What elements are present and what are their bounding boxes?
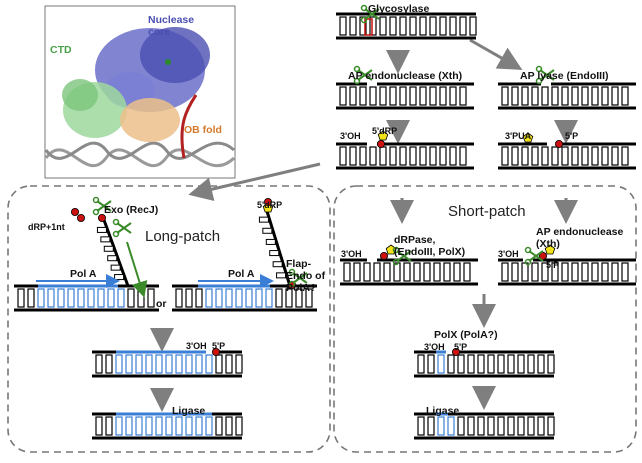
dna-ap-endo [336,82,474,110]
drp-1nt-label: dRP+1nt [28,222,65,232]
oh3-short-a-label: 3'OH [341,249,362,259]
scissors-exo-icon [92,196,112,216]
short-polx-red [451,347,460,356]
scissors-short-xth-icon [524,246,544,266]
drp5-label: 5'dRP [372,126,398,136]
flap-long-2 [258,207,292,287]
ap-lyase-label: AP lyase (EndoIII) [520,70,609,82]
ob-fold-label: OB fold [184,124,222,136]
scissors-drpase-icon [392,246,412,266]
p5-short-label: 5'P [546,260,560,270]
dna-short-a [340,258,478,286]
nuclease-core-label: Nuclease core [148,14,195,38]
oh3-long-label: 3'OH [186,341,207,351]
dna-drp [336,142,474,170]
short-patch-panel [333,185,637,453]
ctd-label: CTD [50,44,72,56]
pua-red-end [555,139,564,148]
short-red-b [539,251,548,260]
dna-short-ligated [414,412,555,440]
green-arrow [126,241,148,298]
ligase-short-label: Ligase [426,405,460,417]
scissors-glycosylase-icon [360,4,380,24]
long-patch-title: Long-patch [145,228,221,245]
scissors-xth-icon [353,65,373,85]
short-pentagon-b [544,244,556,255]
dna-long-nick [92,350,243,378]
drpase-label: dRPase, (EndoIII, PolX) [394,234,466,258]
long-red-3 [263,197,272,206]
short-patch-title: Short-patch [448,203,526,220]
pua3-label: 3'PUA [505,131,532,141]
p5-long-label: 5'P [212,341,226,351]
dna-duplexes [14,12,636,440]
damaged-base [364,18,373,36]
flap-endo-label: Flap- Endo of PolA? [286,258,326,294]
oh3-label: 3'OH [340,131,361,141]
drp-red-end [376,139,385,148]
dna-ap-lyase [498,82,636,110]
ligase-long-label: Ligase [172,405,206,417]
pol-a-label-2: Pol A [228,268,255,280]
p5-short-c-label: 5'P [454,342,468,352]
long-pentagon [262,202,274,213]
dna-long-ligated [92,412,243,440]
long-red-1b [77,213,86,222]
exo-recj-label: Exo (RecJ) [104,204,159,216]
dna-long-1 [14,284,159,312]
oh3-short-b-label: 3'OH [498,249,519,259]
flow-arrows [150,38,578,412]
short-red-a [379,251,388,260]
glycosylase-label: Glycosylase [368,3,430,15]
polx-label: PolX (PolA?) [434,329,498,341]
dna-pua [498,142,636,170]
p5-label: 5'P [565,131,579,141]
flap-long-1 [96,219,130,287]
pua-pentagon [522,132,534,143]
decorations [36,4,564,356]
long-red-2 [98,213,107,222]
scissors-flap-icon [288,268,308,288]
or-label: or [156,298,167,310]
scissors-exo2-icon [112,218,132,238]
oh3-short-c-label: 3'OH [424,342,445,352]
ap-endonuclease-xth-label: AP endonuclease (Xth) [348,70,463,82]
protein-structure-image [44,5,236,179]
drp-pentagon [377,130,389,141]
dna-short-b [498,258,636,286]
scissors-lyase-icon [535,65,555,85]
pol-a-label-1: Pol A [70,268,97,280]
long-patch-panel [7,185,331,453]
long-nick-red [211,347,220,356]
ap-endonuclease-short-label: AP endonuclease (Xth) [536,226,624,250]
drp5-long-label: 5'dRP [257,200,283,210]
long-red-1 [71,207,80,216]
dna-short-polx [414,350,555,378]
dna-glycosylase [336,12,477,40]
